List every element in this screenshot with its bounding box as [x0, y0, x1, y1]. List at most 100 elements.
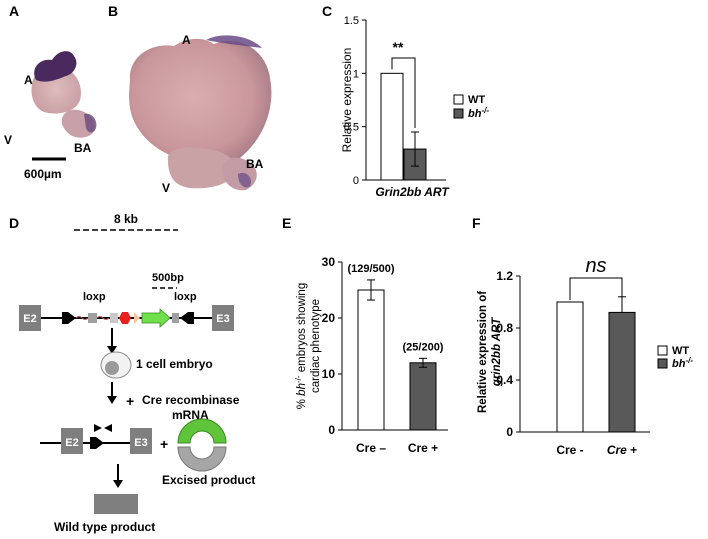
chart-f-category-label: Cre - — [556, 443, 583, 457]
wild-type-product-label: Wild type product — [54, 520, 155, 534]
chart-f-legend: WT bh-/- — [657, 345, 693, 370]
legend-bh-sup: -/- — [481, 106, 489, 115]
exon-e3-label: E3 — [216, 313, 229, 325]
excised-product-green — [177, 418, 227, 444]
loxp-remaining — [90, 437, 104, 449]
legend-bh-swatch — [453, 108, 464, 119]
loxp-left-label: loxp — [83, 291, 106, 303]
chart-e-annotation: (129/500) — [347, 263, 394, 275]
heart-atrium-a — [34, 51, 77, 82]
loxp-right-arrow — [180, 312, 194, 324]
chart-e-ylabel-rest: embryos showing — [296, 283, 308, 376]
chart-c-significance-bracket — [391, 57, 416, 128]
loxp-right-label: loxp — [174, 291, 197, 303]
cassette-grey-3 — [172, 313, 179, 323]
cassette-grey-2 — [110, 313, 118, 323]
cassette-peach — [134, 312, 140, 324]
legend-f-bh-swatch — [657, 358, 668, 369]
chart-f-ytick-label: 0.8 — [496, 321, 513, 335]
exon-e3-after — [130, 428, 152, 454]
panel-a: A A V BA 600µm — [4, 3, 97, 181]
chart-f-ylabel-line2: grin2bb ART — [491, 317, 503, 387]
chart-f-significance-bracket — [569, 277, 623, 300]
scale-bar-label: 600µm — [24, 167, 62, 181]
legend-f-wt-label: WT — [672, 345, 689, 357]
chart-f: F Relative expression of grin2bb ART ns … — [472, 215, 693, 457]
chart-f-ytick-label: 1.2 — [496, 269, 513, 283]
legend-f-bh-label: bh-/- — [672, 356, 693, 370]
a-label-bulbus: BA — [74, 141, 92, 155]
panel-f-letter: F — [472, 215, 481, 231]
legend-f-wt-swatch — [657, 345, 668, 356]
chart-f-bar — [556, 301, 584, 433]
embryo-label: 1 cell embryo — [136, 357, 213, 371]
chart-c-ytick-label: 1 — [353, 68, 359, 80]
b-label-ventricle: V — [162, 181, 170, 195]
chart-c-significance: ** — [393, 39, 404, 55]
chart-f-significance: ns — [585, 255, 606, 277]
cassette-red — [119, 312, 131, 324]
chart-e-category-label: Cre + — [408, 441, 438, 455]
scale-500bp-label: 500bp — [152, 272, 184, 284]
legend-f-bh-sup: -/- — [685, 356, 693, 365]
chart-c-bar — [380, 72, 404, 181]
chart-e-category-label: Cre – — [356, 441, 386, 455]
legend-bh-name: bh — [468, 108, 482, 120]
chart-e-bar — [357, 289, 385, 431]
chart-e-ylabel-line1: % bh-/- embryos showing — [294, 283, 308, 409]
heart-image-b — [129, 38, 272, 169]
panel-b: B A V BA — [108, 3, 272, 195]
chart-e-ylabel-bh: bh — [296, 383, 308, 396]
cre-plus: + — [126, 393, 134, 409]
legend-wt-swatch — [453, 94, 464, 105]
chart-e-ytick-label: 10 — [322, 367, 336, 381]
panel-d: D 8 kb 500bp E2 E3 loxp loxp 1 cell embr… — [9, 212, 255, 534]
excised-product-label: Excised product — [162, 473, 255, 487]
chart-f-category-label: Cre + — [607, 443, 637, 457]
chart-c-ylabel: Relative expression — [340, 48, 354, 153]
cassette-green-arrow — [141, 308, 171, 328]
exon-e2-after — [61, 428, 83, 454]
panel-e-letter: E — [282, 215, 291, 231]
heart-ventricle-b — [167, 147, 236, 189]
chart-e-ytick-label: 0 — [328, 423, 335, 437]
chart-f-bar — [608, 311, 636, 433]
a-label-atrium: A — [24, 73, 33, 87]
chart-c-legend: WT bh-/- — [453, 94, 489, 120]
legend-f-bh-name: bh — [672, 358, 686, 370]
chart-c: C Relative expression Grin2bb ART ** WT … — [322, 3, 489, 199]
panel-b-letter: B — [108, 3, 118, 19]
chart-e-annotation: (25/200) — [403, 341, 444, 353]
chart-e-ylabel-prefix: % — [296, 396, 308, 409]
chart-e-ytick-label: 30 — [322, 255, 336, 269]
cre-label-line2: mRNA — [172, 408, 209, 422]
chart-c-ytick-label: 1.5 — [344, 15, 359, 27]
chart-c-ytick-label: 0 — [353, 175, 359, 187]
loxp-left-arrow — [62, 312, 76, 324]
exon-e3 — [212, 305, 234, 331]
wild-type-product-box — [94, 494, 138, 514]
chart-f-ylabel-line1: Relative expression of — [477, 291, 489, 413]
scale-8kb-label: 8 kb — [114, 212, 138, 226]
chart-e-ylabel-line2: cardiac phenotype — [310, 299, 322, 393]
b-label-atrium: A — [182, 33, 191, 47]
legend-wt-label: WT — [468, 94, 485, 106]
cre-label-line1: Cre recombinase — [142, 393, 240, 407]
panel-d-letter: D — [9, 215, 19, 231]
a-label-ventricle: V — [4, 133, 12, 147]
b-label-bulbus: BA — [246, 157, 264, 171]
chart-c-xlabel: Grin2bb ART — [375, 185, 450, 199]
chart-e: E % bh-/- embryos showing cardiac phenot… — [282, 215, 448, 455]
chart-e-bar — [409, 362, 437, 431]
panel-c-letter: C — [322, 3, 332, 19]
panel-a-letter: A — [9, 3, 19, 19]
excised-product-grey — [177, 446, 227, 472]
exon-e2-label: E2 — [23, 313, 36, 325]
chart-e-ylabel-sup: -/- — [294, 375, 303, 383]
chart-f-ytick-label: 0 — [506, 425, 513, 439]
chart-e-ytick-label: 20 — [322, 311, 336, 325]
chart-f-ytick-label: 0.4 — [496, 373, 513, 387]
cassette-grey-1 — [88, 313, 97, 323]
excised-plus: + — [160, 436, 168, 452]
